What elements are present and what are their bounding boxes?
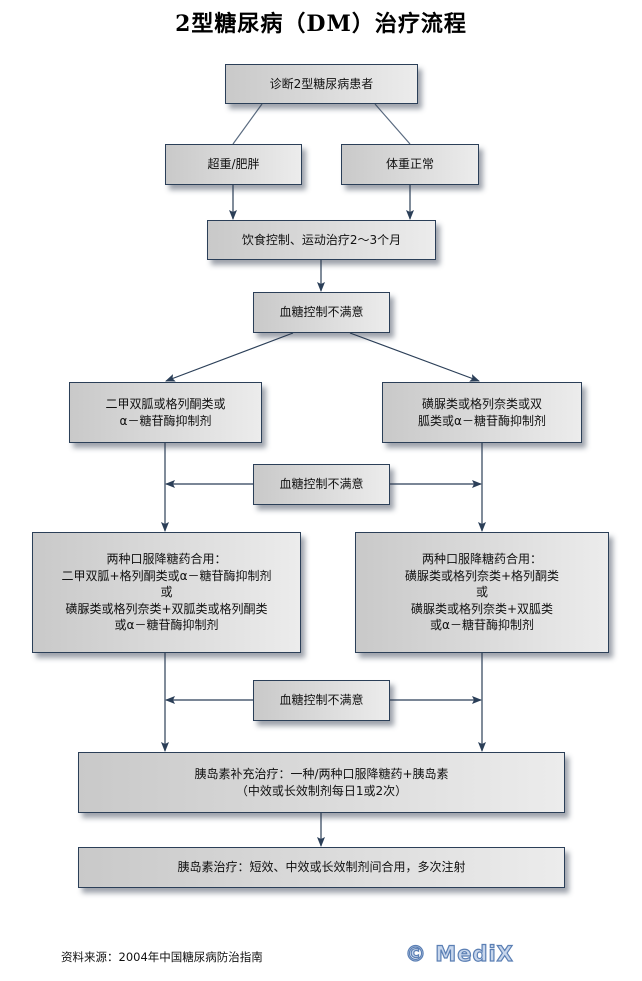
node-unsatisfied-1: 血糖控制不满意 [253, 292, 390, 333]
node-text: 两种口服降糖药合用： [106, 552, 227, 567]
node-text: 或 [475, 585, 488, 600]
node-diagnosis: 诊断2型糖尿病患者 [225, 64, 418, 104]
node-combo-right: 两种口服降糖药合用： 磺脲类或格列奈类+格列酮类 或 磺脲类或格列奈类+双胍类 … [355, 532, 609, 653]
node-overweight: 超重/肥胖 [165, 144, 302, 185]
node-text: 胍类或α－糖苷酶抑制剂 [418, 413, 546, 428]
medix-logo: © MediX [404, 941, 514, 966]
edge-diagnosis-normal [374, 103, 411, 145]
node-mono-left: 二甲双胍或格列酮类或 α－糖苷酶抑制剂 [69, 382, 262, 443]
node-mono-right: 磺脲类或格列奈类或双 胍类或α－糖苷酶抑制剂 [382, 382, 582, 443]
node-text: 磺脲类或格列奈类+双胍类 [410, 601, 554, 616]
edge-unsatisfied1-monoleft [165, 332, 294, 382]
node-combo-left: 两种口服降糖药合用： 二甲双胍+格列酮类或α－糖苷酶抑制剂 或 磺脲类或格列奈类… [32, 532, 301, 653]
page-title: 2型糖尿病（DM）治疗流程 [175, 11, 467, 37]
source-citation: 资料来源：2004年中国糖尿病防治指南 [61, 950, 263, 964]
node-text: 或 [160, 585, 173, 600]
node-text: 磺脲类或格列奈类+双胍类或格列酮类 [65, 601, 268, 616]
node-text: 胰岛素治疗：短效、中效或长效制剂间合用，多次注射 [177, 860, 466, 875]
node-unsatisfied-2: 血糖控制不满意 [253, 464, 390, 505]
node-text: 或α－糖苷酶抑制剂 [430, 618, 534, 633]
node-text: 二甲双胍或格列酮类或 [105, 397, 226, 411]
node-text: 超重/肥胖 [207, 157, 260, 172]
node-text: （中效或长效制剂每日1或2次） [235, 783, 408, 798]
node-text: α－糖苷酶抑制剂 [119, 413, 212, 428]
node-text: 磺脲类或格列奈类+格列酮类 [404, 568, 560, 583]
node-text: 二甲双胍+格列酮类或α－糖苷酶抑制剂 [61, 568, 272, 583]
node-insulin-therapy: 胰岛素治疗：短效、中效或长效制剂间合用，多次注射 [78, 847, 565, 888]
node-text: 或α－糖苷酶抑制剂 [114, 618, 219, 633]
node-text: 磺脲类或格列奈类或双 [421, 397, 542, 411]
node-lifestyle: 饮食控制、运动治疗2～3个月 [207, 220, 436, 260]
node-text: 诊断2型糖尿病患者 [269, 76, 374, 91]
node-text: 饮食控制、运动治疗2～3个月 [241, 232, 402, 247]
node-text: 血糖控制不满意 [279, 477, 364, 492]
edge-diagnosis-overweight [232, 103, 263, 145]
node-text: 血糖控制不满意 [279, 305, 364, 320]
node-insulin-supplement: 胰岛素补充治疗：一种/两种口服降糖药+胰岛素 （中效或长效制剂每日1或2次） [78, 752, 565, 813]
node-text: 体重正常 [385, 157, 434, 172]
node-unsatisfied-3: 血糖控制不满意 [253, 680, 390, 721]
node-text: 血糖控制不满意 [279, 693, 364, 708]
node-normal-weight: 体重正常 [341, 144, 479, 185]
node-text: 胰岛素补充治疗：一种/两种口服降糖药+胰岛素 [194, 767, 449, 781]
node-text: 两种口服降糖药合用： [421, 552, 542, 567]
edge-unsatisfied1-monoright [349, 332, 480, 382]
